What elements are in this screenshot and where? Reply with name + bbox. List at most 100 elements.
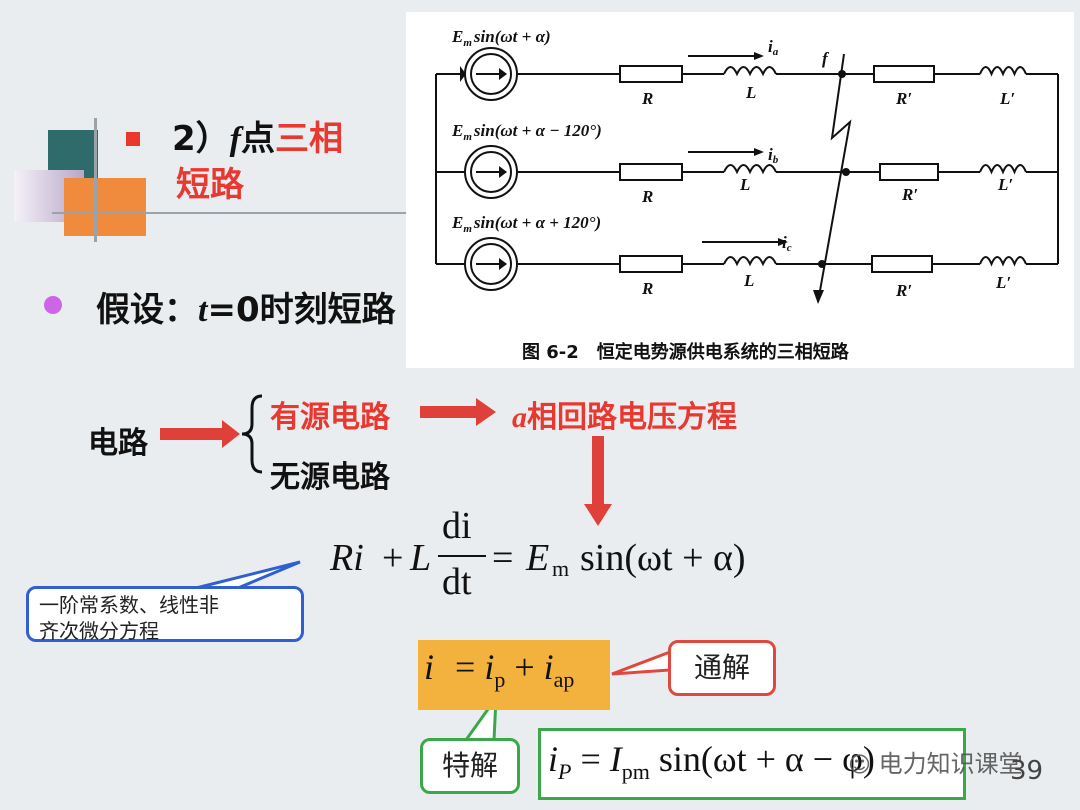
title-bullet (126, 132, 140, 146)
arrow-active-head-icon (476, 398, 496, 426)
flow-result-rest: 相回路电压方程 (527, 400, 737, 435)
title-part1: 2） (172, 119, 230, 159)
label-ia: ia (768, 37, 779, 58)
watermark-text: 电力知识课堂 (878, 750, 1023, 778)
ode-line1: 一阶常系数、线性非 (39, 593, 219, 617)
part-rhs: sin(ωt + α − φ) (658, 739, 875, 779)
general-solution-box (418, 640, 610, 710)
decor-vertical-line (94, 118, 97, 242)
current-arrow-b-icon (754, 148, 764, 156)
decor-orange-block (64, 178, 146, 236)
label-R-prime-b: R′ (901, 185, 918, 204)
label-R-c: R (641, 279, 653, 298)
assumption-text: 假设：t=0时刻短路 (96, 282, 396, 331)
part-eq: = (580, 739, 601, 779)
gen-plus: + (514, 647, 535, 687)
flow-circuit: 电路 (88, 426, 148, 461)
inductor-a-icon (723, 66, 777, 77)
resistor-a-prime-icon (873, 65, 935, 83)
gen-eq: = (455, 647, 476, 687)
wechat-icon: ☺ (848, 753, 871, 778)
arrow-active-body (420, 406, 476, 418)
current-arrow-c-icon (778, 238, 788, 246)
eq-L: L (410, 537, 432, 579)
particular-solution-box (538, 728, 966, 800)
source-b-icon (464, 145, 518, 199)
brace-icon (241, 394, 263, 474)
particular-solution: iP = Ipm sin(ωt + α − φ) (548, 738, 875, 785)
arrow-circuit-head-icon (222, 420, 240, 448)
eq-fraction-bar (438, 555, 486, 557)
flow-passive: 无源电路 (270, 460, 390, 495)
label-L-prime-c: L′ (995, 273, 1011, 292)
slide-title: 2）f点三相 (172, 116, 343, 163)
label-L-b: L (739, 175, 750, 194)
label-R-a: R (641, 89, 653, 108)
part-i: i (548, 739, 559, 779)
title-red1: 三相 (275, 119, 343, 159)
general-solution: i = ip + iap (424, 646, 574, 693)
current-arrow-a-icon (754, 52, 764, 60)
gen-iap: i (543, 647, 554, 687)
label-R-prime-c: R′ (895, 281, 912, 300)
eq-equals: = (492, 537, 514, 579)
part-I: I (609, 739, 622, 779)
resistor-b-prime-icon (879, 163, 939, 181)
gen-i: i (424, 647, 435, 687)
part-I-sub: pm (621, 759, 650, 785)
particular-callout: 特解 (420, 738, 520, 794)
resistor-b-icon (619, 163, 683, 181)
gen-ip: i (484, 647, 495, 687)
resistor-c-icon (619, 255, 683, 273)
resistor-a-icon (619, 65, 683, 83)
ode-line2: 齐次微分方程 (39, 619, 159, 643)
title-f: f (229, 121, 241, 158)
arrow-down-body (592, 436, 604, 504)
inductor-c-prime-icon (979, 256, 1027, 267)
arrow-circuit-body (160, 428, 222, 440)
assumption-prefix: 假设： (96, 290, 198, 330)
label-L-prime-a: L′ (999, 89, 1015, 108)
fault-arrowhead-icon (813, 290, 824, 304)
label-R-prime-a: R′ (895, 89, 912, 108)
assumption-t: t (198, 292, 208, 329)
fault-lightning-icon (817, 53, 852, 303)
blue-callout-pointer (195, 560, 301, 590)
eq-E: E (526, 537, 550, 579)
figure-caption: 图 6-2 恒定电势源供电系统的三相短路 (522, 342, 849, 363)
inductor-b-icon (723, 164, 777, 175)
part-i-sub: P (558, 759, 572, 785)
eq-plus: + (382, 537, 404, 579)
label-ib: ib (768, 145, 779, 166)
label-R-b: R (641, 187, 653, 206)
red-callout-pointer (611, 649, 672, 676)
title-line2: 短路 (176, 165, 244, 205)
eq-rhs: sin(ωt + α) (580, 537, 746, 579)
gen-iap-sub: ap (553, 667, 575, 693)
page-number: 39 (1010, 756, 1044, 786)
assumption-suffix: =0时刻短路 (207, 290, 396, 330)
watermark: ☺ 电力知识课堂 (848, 744, 1023, 779)
title-part2: 点 (241, 119, 275, 159)
source-c-icon (464, 237, 518, 291)
inductor-c-icon (723, 256, 777, 267)
label-ic: ic (782, 233, 792, 254)
eq-num: di (442, 505, 472, 547)
resistor-c-prime-icon (871, 255, 933, 273)
arrow-down-head-icon (584, 504, 612, 526)
decor-horizontal-line (52, 212, 406, 214)
label-L-c: L (743, 271, 754, 290)
eq-E-sub: m (552, 556, 570, 581)
inductor-b-prime-icon (979, 164, 1027, 175)
flow-result-a: a (512, 401, 527, 434)
inductor-a-prime-icon (979, 66, 1027, 77)
eq-den: dt (442, 561, 472, 603)
flow-active: 有源电路 (270, 400, 390, 435)
label-fault-point: f (822, 49, 830, 68)
general-callout: 通解 (668, 640, 776, 696)
